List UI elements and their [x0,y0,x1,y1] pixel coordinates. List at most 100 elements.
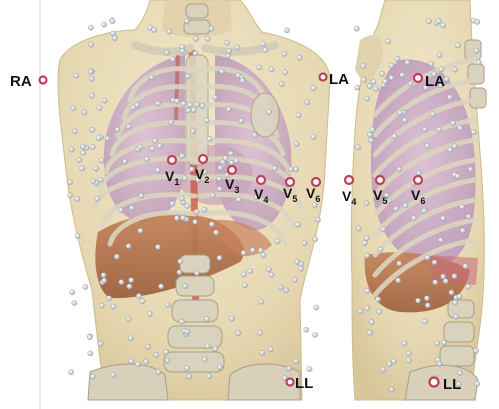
electrode-dot [354,26,359,31]
electrode-dot [98,341,103,346]
electrode-dot [284,28,289,33]
electrode-dot [174,98,179,103]
electrode-dot [90,374,95,379]
electrode-dot [99,303,104,308]
electrode-dot [101,273,106,278]
electrode-dot [145,344,150,349]
electrode-dot [153,138,158,143]
electrode-dot [437,53,442,58]
electrode-dot [149,75,154,80]
electrode-dot [248,269,253,274]
electrode-dot [235,73,240,78]
electrode-dot [365,306,370,311]
electrode-dot [144,157,149,162]
electrode-dot [89,93,94,98]
electrode-dot [457,126,462,131]
electrode-dot [397,110,402,115]
electrode-dot [76,157,81,162]
electrode-dot [471,130,476,135]
electrode-dot [99,158,104,163]
electrode-dot [298,266,303,271]
electrode-dot [463,264,468,269]
electrode-dot [443,279,448,284]
electrode-dot [381,367,386,372]
electrode-dot [456,43,461,48]
electrode-dot [452,67,457,72]
electrode-dot [475,381,480,386]
electrode-dot [74,73,79,78]
electrode-dot [144,359,149,364]
electrode-dot [235,45,240,50]
electrode-dot [397,167,402,172]
electrode-dot [411,216,416,221]
electrode-dot [194,209,199,214]
electrode-dot [381,227,386,232]
electrode-dot [297,55,302,60]
electrode-dot [460,228,465,233]
electrode-dot [111,304,116,309]
electrode-dot [224,40,229,45]
electrode-dot [426,19,431,24]
electrode-dot [275,239,280,244]
electrode-dot [96,136,101,141]
electrode-dot [102,98,107,103]
electrode-dot [187,102,192,107]
electrode-dot [425,255,430,260]
electrode-dot [87,335,92,340]
electrode-dot [209,26,214,31]
electrode-dot [364,253,369,258]
side-pelvis [405,365,478,400]
electrode-dot [105,136,110,141]
electrode-dot [453,300,458,305]
electrode-dot [380,71,385,76]
electrode-dot [437,361,442,366]
electrode-dot [312,332,317,337]
electrode-dot [252,133,257,138]
electrode-dot [432,260,437,265]
electrode-dot [182,176,187,181]
electrode-dot [278,285,283,290]
electrode-dot [126,124,131,129]
electrode-dot [217,365,222,370]
v4-electrode-side [345,176,353,184]
electrode-dot [239,119,244,124]
electrode-dot [267,109,272,114]
electrode-dot [356,145,361,150]
electrode-dot [425,303,430,308]
electrode-dot [367,84,372,89]
electrode-dot [397,261,402,266]
electrode-dot [259,299,264,304]
electrode-dot [81,150,86,155]
electrode-dot [364,201,369,206]
electrode-dot [226,107,231,112]
electrode-dot [266,267,271,272]
electrode-dot [294,359,299,364]
electrode-dot [82,110,87,115]
electrode-dot [126,244,131,249]
electrode-dot [311,86,316,91]
electrode-dot [114,254,119,259]
electrode-dot [442,340,447,345]
electrode-dot [209,222,214,227]
v4-electrode [257,176,265,184]
electrode-dot [282,51,287,56]
electrode-dot [88,69,93,74]
electrode-dot [371,79,376,84]
v3-electrode [228,166,236,174]
electrode-dot [436,19,441,24]
electrode-dot [475,19,480,24]
electrode-dot [370,127,375,132]
electrode-dot [138,228,143,233]
electrode-dot [107,296,112,301]
electrode-dot [95,196,100,201]
electrode-dot [242,283,247,288]
electrode-dot [389,387,394,392]
electrode-dot [228,151,233,156]
electrode-dot [180,215,185,220]
electrode-dot [138,144,143,149]
electrode-dot [126,316,131,321]
electrode-dot [435,341,440,346]
electrode-dot [257,65,262,70]
